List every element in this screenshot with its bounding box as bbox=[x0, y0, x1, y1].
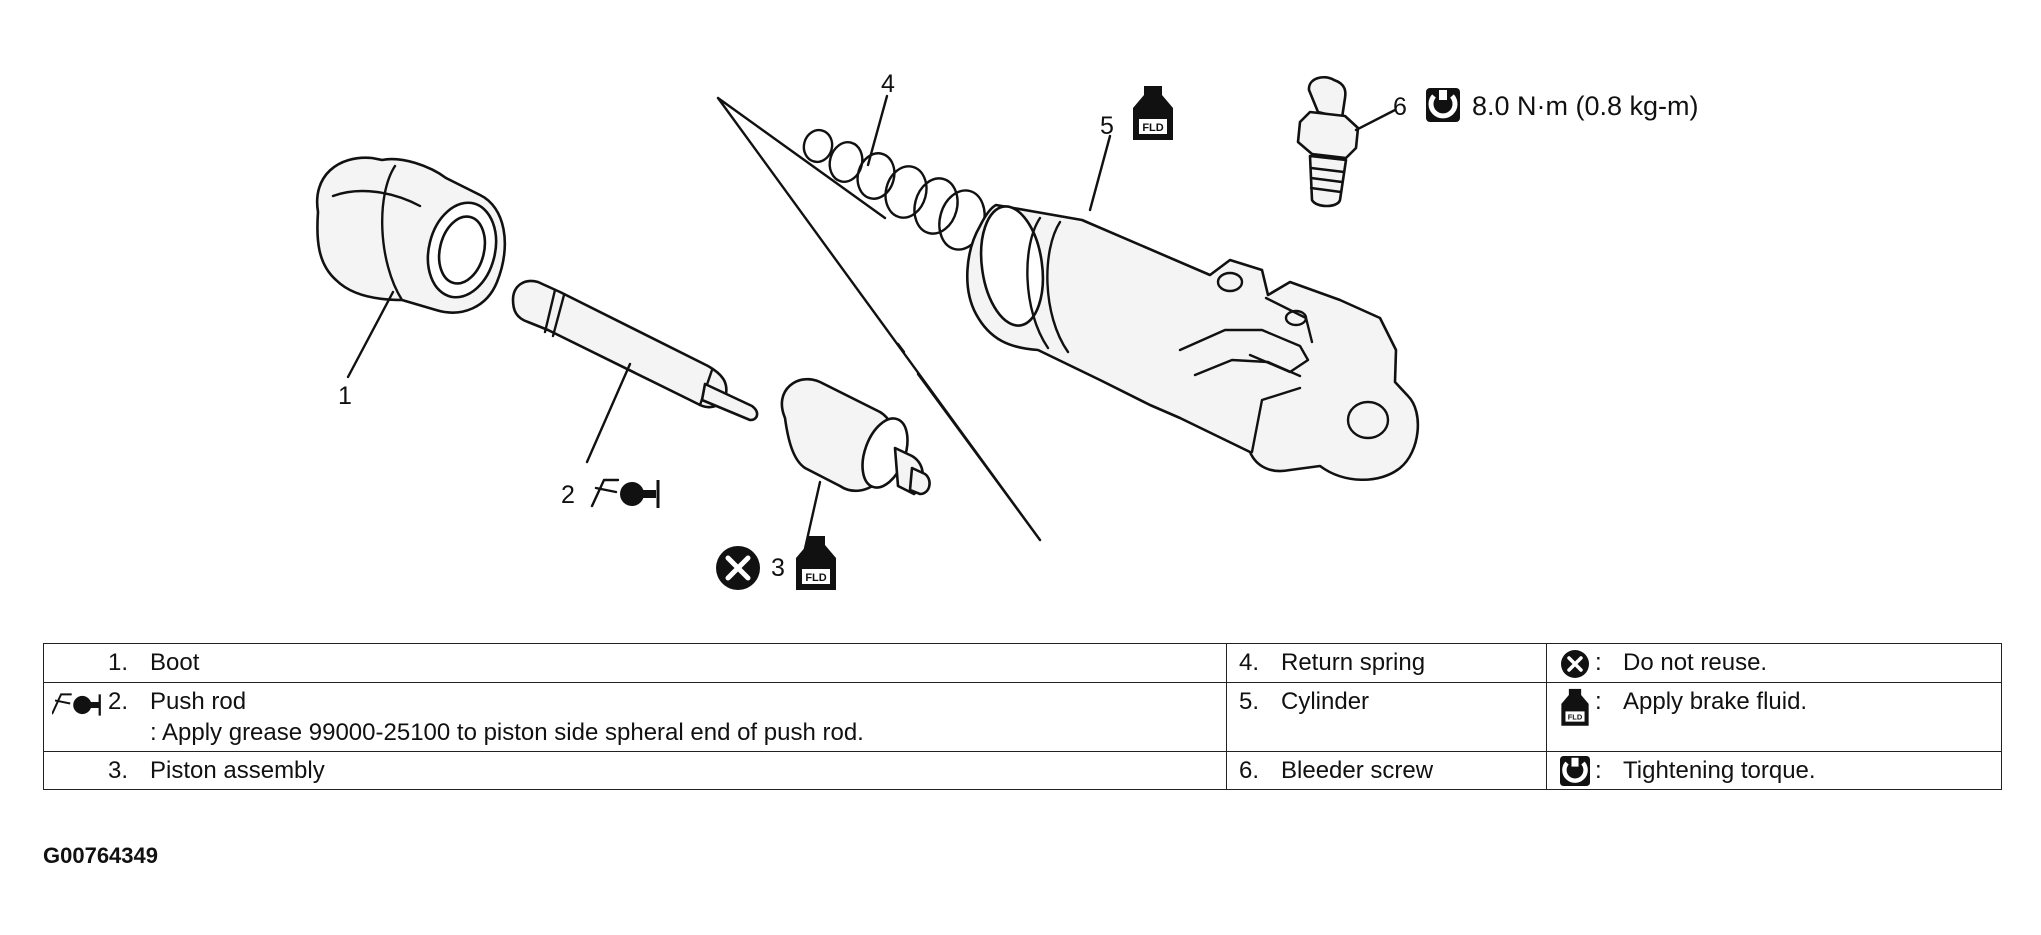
callout-6: 6 bbox=[1393, 93, 1407, 121]
legend-cell: 4.Return spring bbox=[1226, 643, 1547, 683]
callout-4: 4 bbox=[881, 70, 895, 98]
fld-label: FLD bbox=[1142, 122, 1163, 134]
fld-label: FLD bbox=[1568, 712, 1583, 721]
legend-cell: 1.Boot bbox=[43, 643, 1227, 683]
group-outline bbox=[716, 96, 1042, 542]
cylinder bbox=[966, 203, 1420, 482]
legend-cell: FLD:Apply brake fluid. bbox=[1546, 681, 2002, 752]
push-rod bbox=[511, 279, 759, 422]
table-row: 2.Push rod : Apply grease 99000-25100 to… bbox=[43, 681, 2002, 752]
fld-label: FLD bbox=[805, 572, 826, 584]
callout-5: 5 bbox=[1100, 112, 1114, 140]
grease-icon bbox=[590, 478, 660, 508]
callout-3: 3 bbox=[771, 554, 785, 582]
exploded-diagram: 1 2 3 4 5 6 FLD FLD 8.0 N·m (0.8 kg-m) bbox=[315, 70, 1699, 590]
torque-icon bbox=[1560, 756, 1590, 787]
boot bbox=[315, 156, 507, 314]
legend-cell: 5.Cylinder bbox=[1226, 681, 1547, 752]
legend-cell: 2.Push rod : Apply grease 99000-25100 to… bbox=[43, 681, 1227, 752]
legend-cell: 3.Piston assembly bbox=[43, 750, 1227, 791]
brake-fluid-icon: FLD bbox=[796, 536, 836, 590]
torque-value: 8.0 N·m (0.8 kg-m) bbox=[1472, 91, 1699, 121]
bleeder-screw bbox=[1296, 76, 1360, 208]
legend-cell: :Tightening torque. bbox=[1546, 750, 2002, 791]
torque-icon bbox=[1426, 88, 1460, 122]
do-not-reuse-icon bbox=[1561, 649, 1589, 678]
figure-id: G00764349 bbox=[43, 843, 158, 868]
legend-cell: :Do not reuse. bbox=[1546, 643, 2002, 683]
return-spring bbox=[802, 128, 986, 251]
legend-cell: 6.Bleeder screw bbox=[1226, 750, 1547, 791]
callout-2: 2 bbox=[561, 481, 575, 509]
callout-1: 1 bbox=[338, 382, 352, 410]
table-row: 1.Boot 4.Return spring :Do not reuse. bbox=[43, 643, 2002, 683]
piston-assembly bbox=[780, 377, 931, 496]
grease-icon bbox=[51, 693, 101, 716]
brake-fluid-icon: FLD bbox=[1561, 688, 1589, 726]
do-not-reuse-icon bbox=[716, 546, 760, 590]
table-row: 3.Piston assembly 6.Bleeder screw :Tight… bbox=[43, 750, 2002, 791]
parts-legend-table: 1.Boot 4.Return spring :Do not reuse. 2.… bbox=[43, 643, 2002, 791]
brake-fluid-icon: FLD bbox=[1133, 86, 1173, 140]
